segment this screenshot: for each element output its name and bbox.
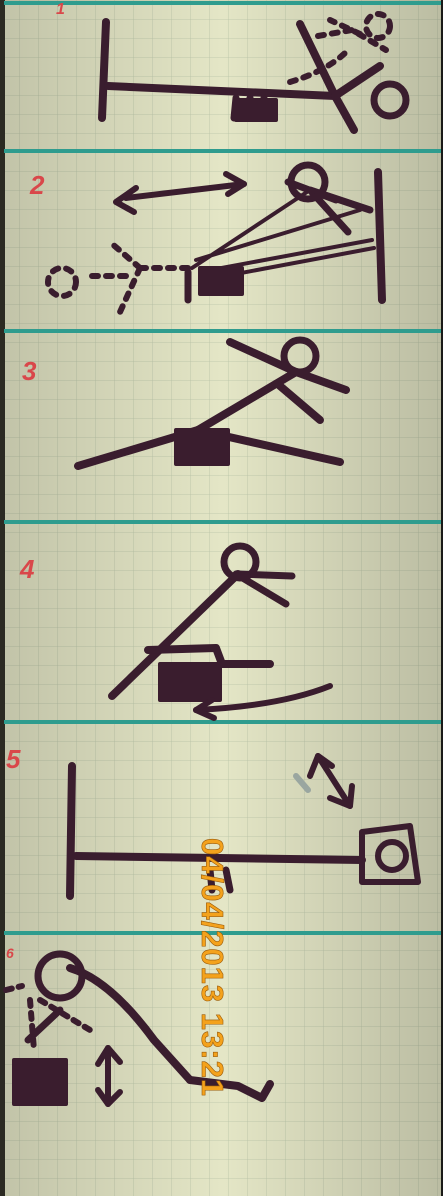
panel-number-1: 1 [56,1,65,18]
panel-number-2: 2 [29,170,45,200]
panel-number-6: 6 [6,945,14,961]
date-stamp: 04/04/2013 13:21 [195,838,230,1097]
panel-number-5: 5 [6,744,21,774]
panel-number-4: 4 [19,554,35,584]
panel-number-3: 3 [22,356,37,386]
